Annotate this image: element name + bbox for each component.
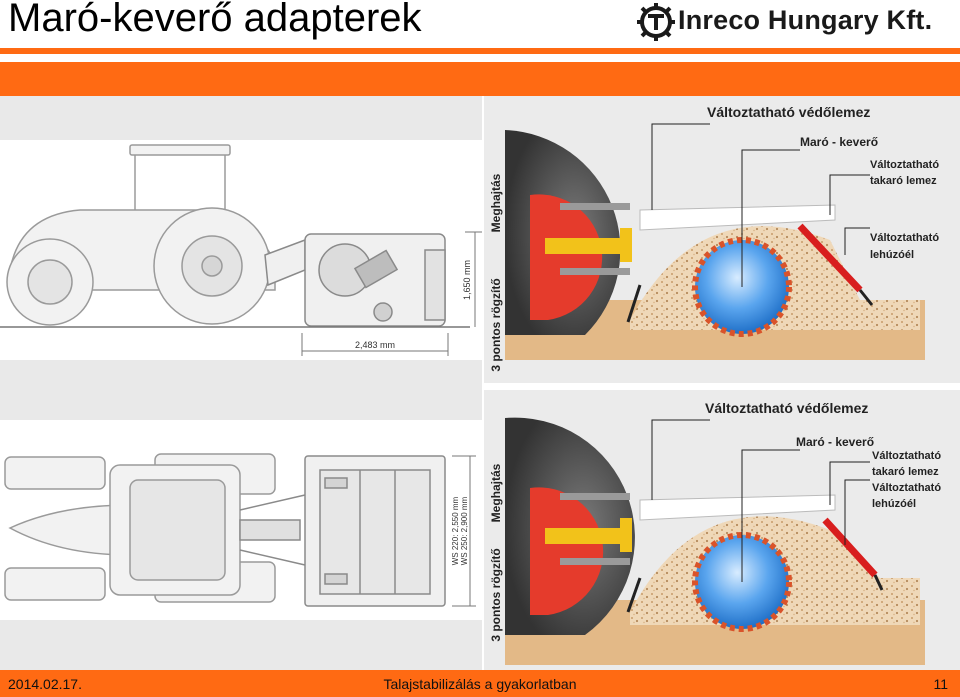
side-hitch-top: 3 pontos rögzítő bbox=[489, 278, 503, 371]
label-cover-bottom-1: Változtatható bbox=[872, 450, 941, 462]
dimension-lines bbox=[301, 231, 482, 356]
adapter-side-view bbox=[264, 233, 446, 327]
label-scraper-bottom-1: Változtatható bbox=[872, 482, 941, 494]
label-cover-top-2: takaró lemez bbox=[870, 175, 937, 187]
adapter-top-view bbox=[239, 455, 446, 607]
dim-length-text: 2,483 mm bbox=[355, 340, 395, 350]
header-accent-band bbox=[0, 62, 960, 96]
dimension-lines-top bbox=[452, 455, 476, 607]
label-cover-bottom-2: takaró lemez bbox=[872, 466, 939, 478]
label-scraper-bottom-2: lehúzóél bbox=[872, 498, 916, 510]
slide-content: 2,483 mm 1,650 mm WS 220: 2,550 mm WS 25… bbox=[0, 96, 960, 670]
footer-date: 2014.02.17. bbox=[8, 676, 82, 692]
side-hitch-bottom: 3 pontos rögzítő bbox=[489, 548, 503, 641]
label-cover-top-1: Változtatható bbox=[870, 159, 939, 171]
callout-lines-bottom bbox=[651, 419, 870, 582]
company-logo: Inreco Hungary Kft. bbox=[636, 2, 956, 42]
label-guard-bottom: Változtatható védőlemez bbox=[705, 400, 868, 416]
dim-height-text: 1,650 mm bbox=[462, 260, 472, 300]
dim-width-text-2: WS 250: 2,900 mm bbox=[460, 496, 469, 565]
company-name: Inreco Hungary Kft. bbox=[678, 5, 933, 35]
page-title: Maró-keverő adapterek bbox=[8, 0, 422, 40]
footer-title: Talajstabilizálás a gyakorlatban bbox=[383, 676, 577, 692]
dim-width-text-1: WS 220: 2,550 mm bbox=[451, 496, 460, 565]
label-rotor-bottom: Maró - keverő bbox=[796, 435, 874, 449]
label-rotor-top: Maró - keverő bbox=[800, 135, 878, 149]
page-number: 11 bbox=[933, 676, 948, 692]
label-scraper-top-1: Változtatható bbox=[870, 232, 939, 244]
label-scraper-top-2: lehúzóél bbox=[870, 249, 914, 261]
header-accent-line bbox=[0, 48, 960, 54]
inreco-logo-icon bbox=[637, 3, 675, 41]
footer-bar: 2014.02.17. Talajstabilizálás a gyakorla… bbox=[0, 670, 960, 697]
side-drive-bottom: Meghajtás bbox=[489, 463, 503, 522]
tractor-side-view bbox=[6, 144, 276, 326]
callout-lines-top bbox=[651, 123, 870, 287]
label-guard-top: Változtatható védőlemez bbox=[707, 104, 870, 120]
cutaway-top bbox=[505, 130, 925, 360]
side-drive-top: Meghajtás bbox=[489, 173, 503, 232]
tractor-top-view bbox=[4, 453, 276, 603]
adapter-illustrations: 2,483 mm 1,650 mm WS 220: 2,550 mm WS 25… bbox=[0, 96, 960, 670]
